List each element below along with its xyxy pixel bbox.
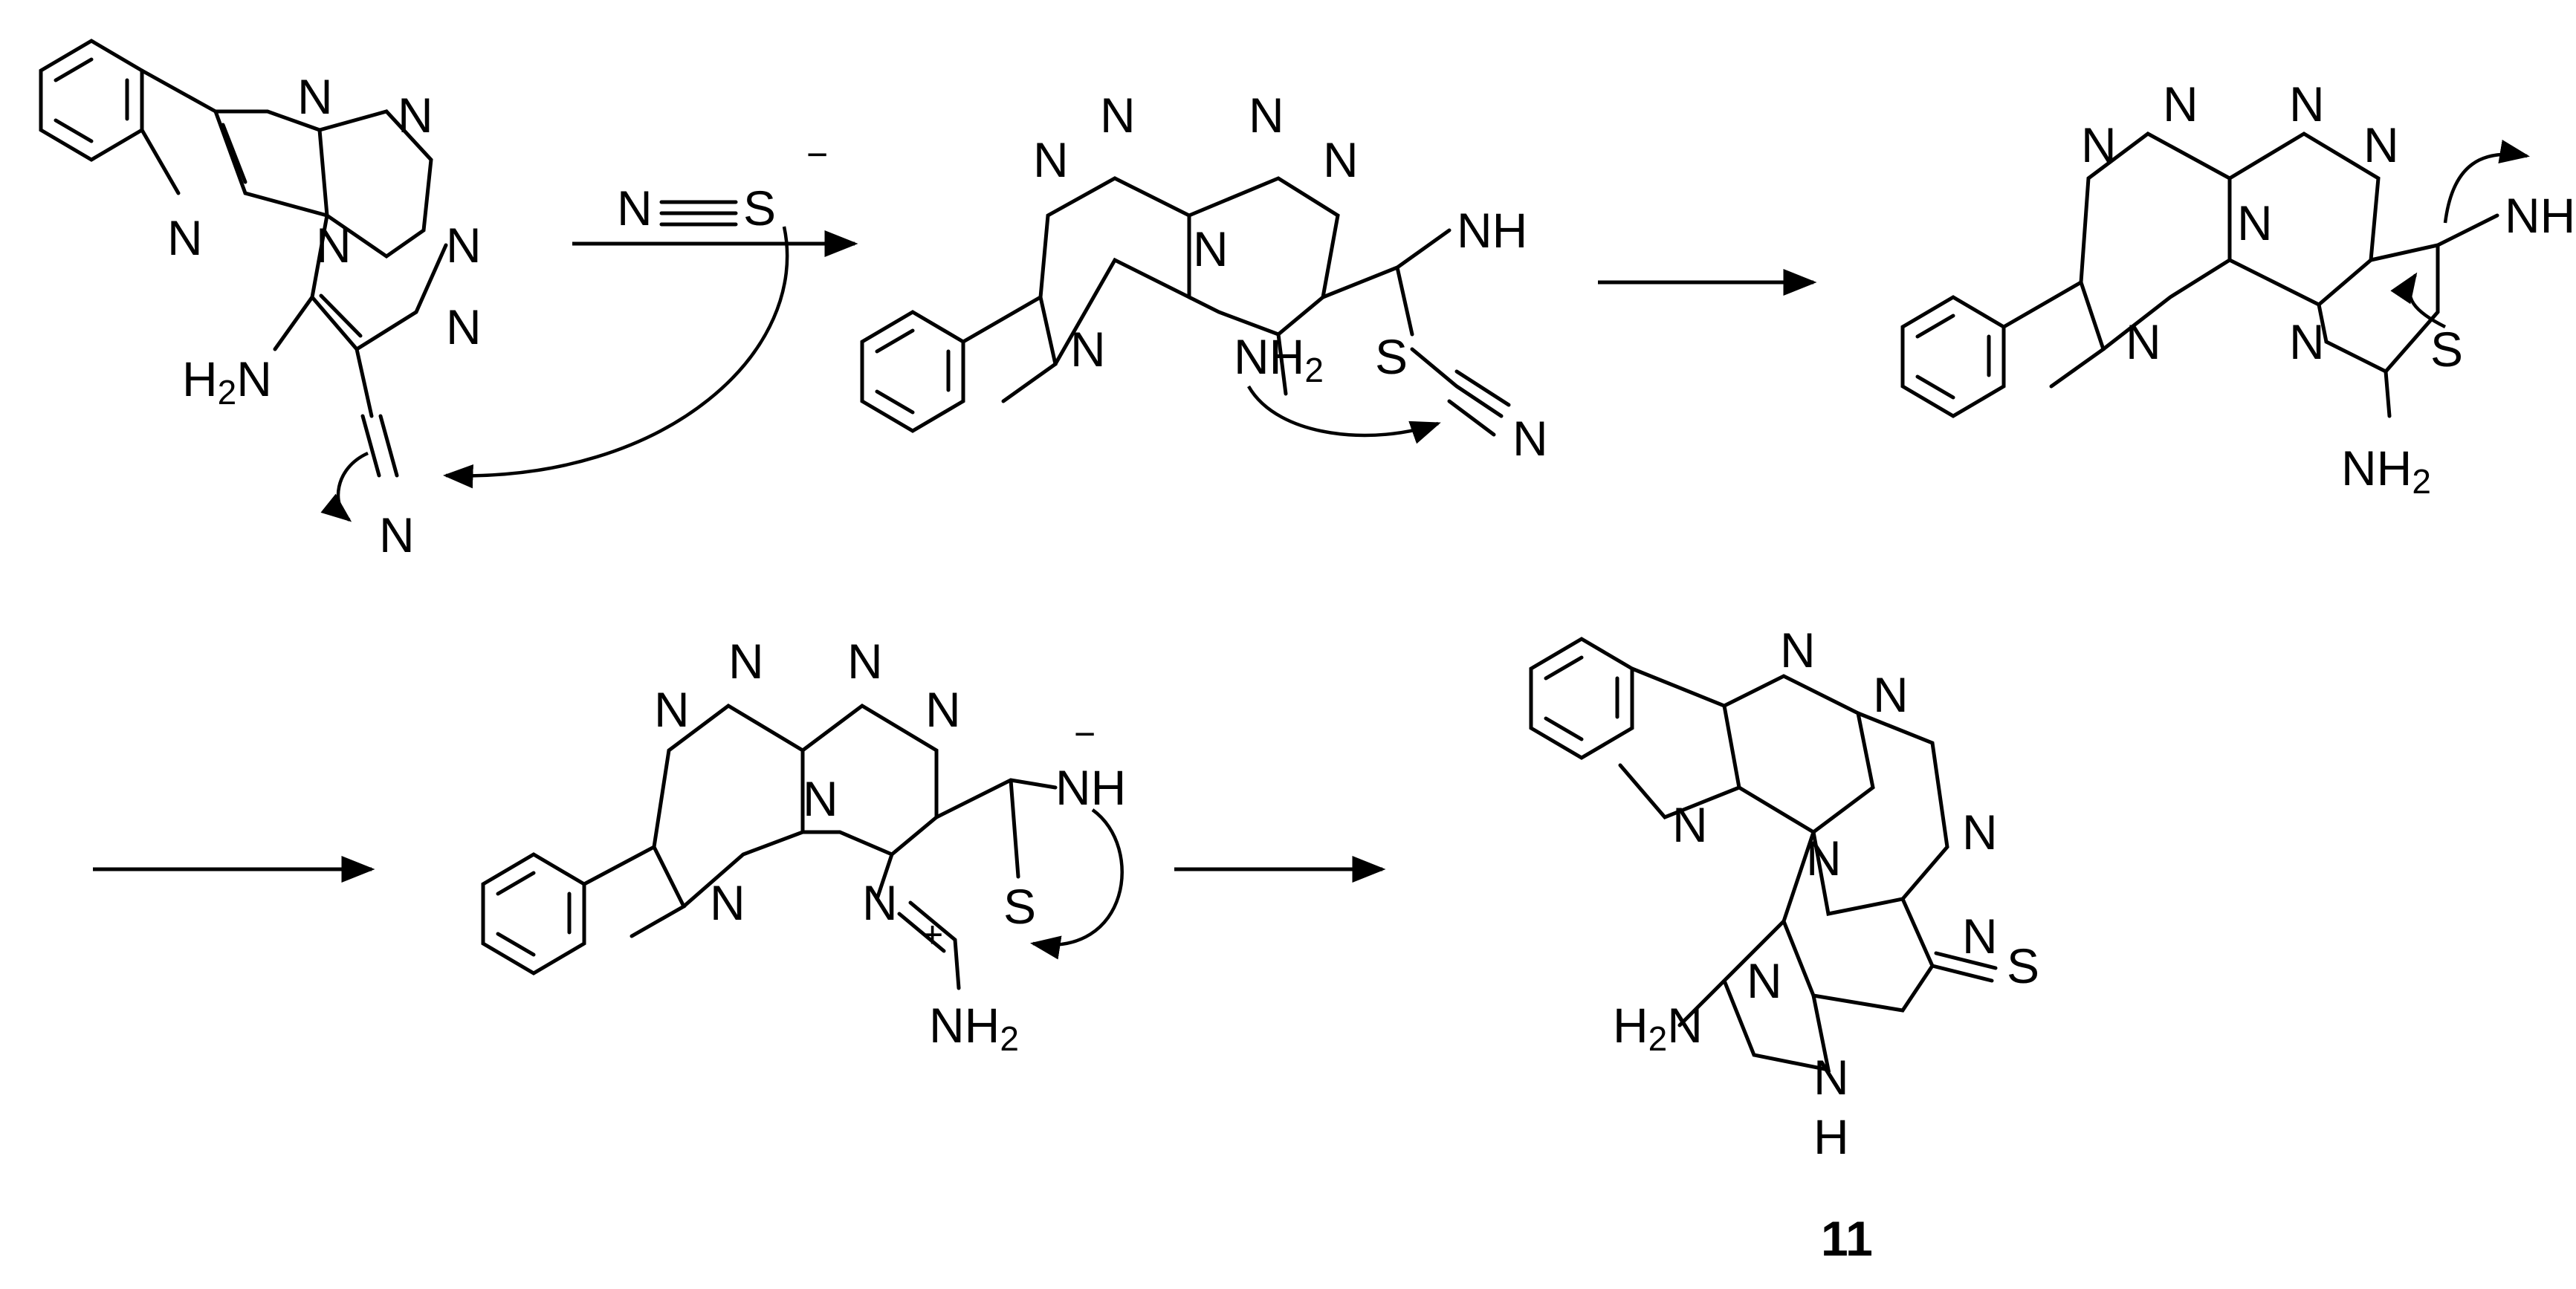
atom-n: N	[925, 682, 961, 737]
atom-n: N	[1249, 88, 1284, 143]
atom-n: N	[1806, 831, 1842, 886]
atom-n: N	[1323, 132, 1359, 187]
amine-label: H2N	[182, 351, 272, 412]
atom-s: S	[1375, 329, 1408, 384]
atom-n: N	[1962, 805, 1998, 860]
compound-number: 11	[1821, 1211, 1873, 1266]
atom-n: N	[1747, 953, 1782, 1008]
atom-n: N	[446, 218, 482, 273]
thione-s: S	[1003, 879, 1036, 934]
negative-charge: −	[1074, 713, 1096, 755]
ring-h: H	[1813, 1109, 1849, 1164]
imine-nh: NH	[2505, 188, 2575, 243]
thione-s: S	[2007, 938, 2039, 993]
atom-n: N	[398, 88, 433, 143]
atom-n: N	[2363, 117, 2399, 172]
negative-charge: −	[806, 134, 828, 175]
atom-n: N	[297, 69, 333, 124]
atom-n: N	[1780, 623, 1816, 678]
atom-n: N	[167, 210, 203, 265]
atom-n: N	[803, 771, 838, 826]
intermediate-3: N N N N N N N NH S NH2	[1900, 77, 2575, 501]
product-11: N N N N N N N N H S H2N 11	[1529, 623, 2039, 1266]
intermediate-4: N N N N N N N NH − S + NH2	[481, 634, 1126, 1058]
atom-n: N	[617, 181, 653, 236]
imine-nh: NH	[1457, 203, 1527, 258]
atom-n: N	[1962, 909, 1998, 964]
amine-label: NH2	[1234, 329, 1324, 389]
atom-n: N	[1070, 322, 1106, 377]
atom-n: N	[2289, 314, 2325, 369]
atom-n: N	[847, 634, 883, 689]
amine-label: NH2	[929, 998, 1019, 1058]
atom-n: N	[316, 218, 352, 273]
atom-n: N	[1672, 797, 1708, 852]
atom-s: S	[743, 181, 776, 236]
reagent-thiocyanate: N S −	[617, 134, 828, 236]
amide-nh: NH	[1055, 760, 1126, 815]
positive-charge: +	[922, 914, 943, 955]
atom-n: N	[446, 299, 482, 354]
atom-n: N	[728, 634, 764, 689]
atom-n: N	[710, 875, 745, 930]
amine-label: NH2	[2341, 441, 2431, 501]
atom-n: N	[1033, 132, 1069, 187]
atom-n: N	[1512, 411, 1548, 466]
starting-material: N N N N N N N H2N	[39, 39, 482, 562]
ring-n: N	[1813, 1050, 1849, 1105]
curved-arrow	[442, 226, 789, 489]
atom-n: N	[2081, 117, 2117, 172]
atom-n: N	[2126, 314, 2161, 369]
atom-n: N	[2237, 195, 2273, 250]
atom-n: N	[862, 875, 898, 930]
atom-n: N	[654, 682, 690, 737]
amine-label: H2N	[1613, 998, 1703, 1058]
atom-n: N	[1100, 88, 1136, 143]
atom-n: N	[379, 507, 415, 562]
intermediate-2: N N N N N N NH S N NH2	[860, 88, 1548, 466]
atom-n: N	[2289, 77, 2325, 132]
atom-n: N	[1873, 667, 1909, 722]
atom-n: N	[2163, 77, 2198, 132]
atom-n: N	[1193, 221, 1229, 276]
atom-s: S	[2430, 322, 2463, 377]
